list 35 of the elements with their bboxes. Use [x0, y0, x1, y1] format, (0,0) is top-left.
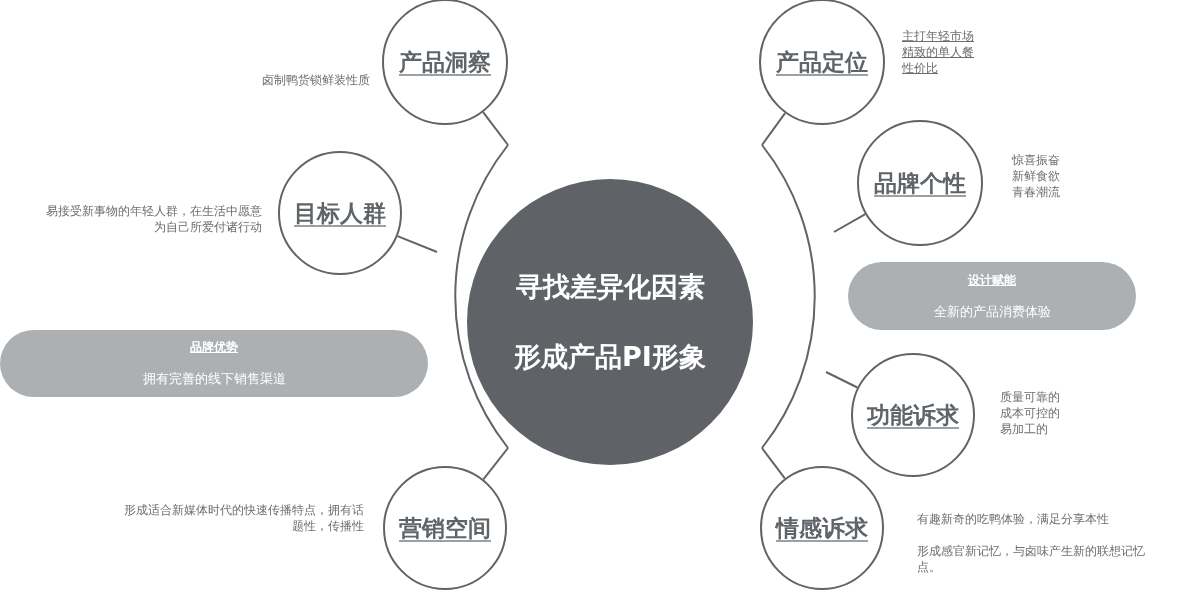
pill-title: 品牌优势 — [190, 339, 238, 356]
pill-text: 全新的产品消费体验 — [933, 302, 1051, 321]
note-text: 精致的单人餐 — [902, 44, 974, 60]
note-text: 卤制鸭货锁鲜装性质 — [262, 72, 370, 88]
note-text: 成本可控的 — [1000, 405, 1060, 421]
pill-title: 设计赋能 — [968, 271, 1016, 289]
connector-line — [833, 213, 867, 233]
connector-line — [825, 371, 859, 389]
connector-line — [396, 235, 438, 253]
note-text: 主打年轻市场 — [902, 28, 974, 44]
topic-title: 产品洞察 — [399, 47, 491, 77]
note-text: 惊喜振奋 — [1012, 152, 1060, 168]
topic-title: 产品定位 — [776, 47, 868, 77]
note-text: 形成适合新媒体时代的快速传播特点，拥有话题性，传播性 — [123, 502, 364, 534]
connector-line — [482, 447, 509, 481]
note-text: 易接受新事物的年轻人群，在生活中愿意为自己所爱付诸行动 — [45, 203, 262, 235]
note-text: 青春潮流 — [1012, 184, 1060, 200]
connector-line — [761, 447, 786, 480]
core-text: 寻找差异化因素 — [515, 270, 705, 304]
note-text: 质量可靠的 — [1000, 389, 1060, 405]
connector-line — [482, 111, 509, 146]
core-text: 形成产品PI形象 — [514, 340, 706, 374]
note-text: 形成感官新记忆，与卤味产生新的联想记忆点。 — [917, 543, 1146, 575]
pill-text: 拥有完善的线下销售渠道 — [142, 370, 286, 388]
note-text: 有趣新奇的吃鸭体验，满足分享本性 — [917, 511, 1109, 527]
topic-title: 情感诉求 — [776, 513, 868, 543]
highlight-pill — [0, 330, 428, 397]
note-text: 性价比 — [902, 60, 938, 76]
topic-title: 功能诉求 — [867, 400, 959, 430]
topic-title: 目标人群 — [294, 198, 386, 228]
topic-title: 营销空间 — [399, 513, 491, 543]
connector-line — [761, 112, 787, 146]
note-text: 新鲜食欲 — [1012, 168, 1060, 184]
note-text: 易加工的 — [1000, 421, 1048, 437]
topic-title: 品牌个性 — [874, 168, 966, 198]
